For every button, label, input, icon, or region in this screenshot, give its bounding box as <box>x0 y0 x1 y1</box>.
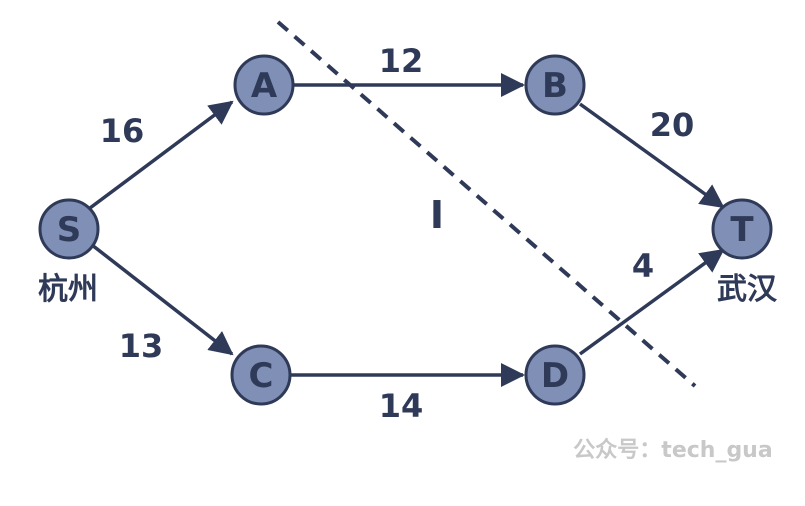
edge-label-a-b: 12 <box>379 42 424 80</box>
edge-label-d-t: 4 <box>632 247 654 285</box>
cut-label: I <box>430 193 444 237</box>
node-t-label: T <box>730 210 754 250</box>
edge-label-s-c: 13 <box>119 327 164 365</box>
node-d: D <box>524 344 586 406</box>
sink-city-label: 武汉 <box>717 272 778 307</box>
node-c: C <box>230 344 292 406</box>
edge-d-t <box>578 248 725 356</box>
edge-label-b-t: 20 <box>650 106 695 144</box>
edge-label-c-d: 14 <box>379 387 424 425</box>
edge-b-t <box>578 102 725 209</box>
node-s-label: S <box>57 210 82 250</box>
node-a-label: A <box>251 66 278 106</box>
node-c-label: C <box>249 356 274 396</box>
node-t: T <box>711 198 773 260</box>
node-b-label: B <box>542 66 568 106</box>
cut-line <box>276 20 697 388</box>
edge-s-c <box>90 243 234 356</box>
watermark: 公众号：tech_gua <box>573 438 772 463</box>
node-b: B <box>524 54 586 116</box>
edge-label-s-a: 16 <box>100 112 145 150</box>
node-d-label: D <box>541 356 569 396</box>
node-s: S <box>38 198 100 260</box>
node-a: A <box>233 54 295 116</box>
source-city-label: 杭州 <box>38 272 98 307</box>
edge-s-a <box>88 100 234 210</box>
